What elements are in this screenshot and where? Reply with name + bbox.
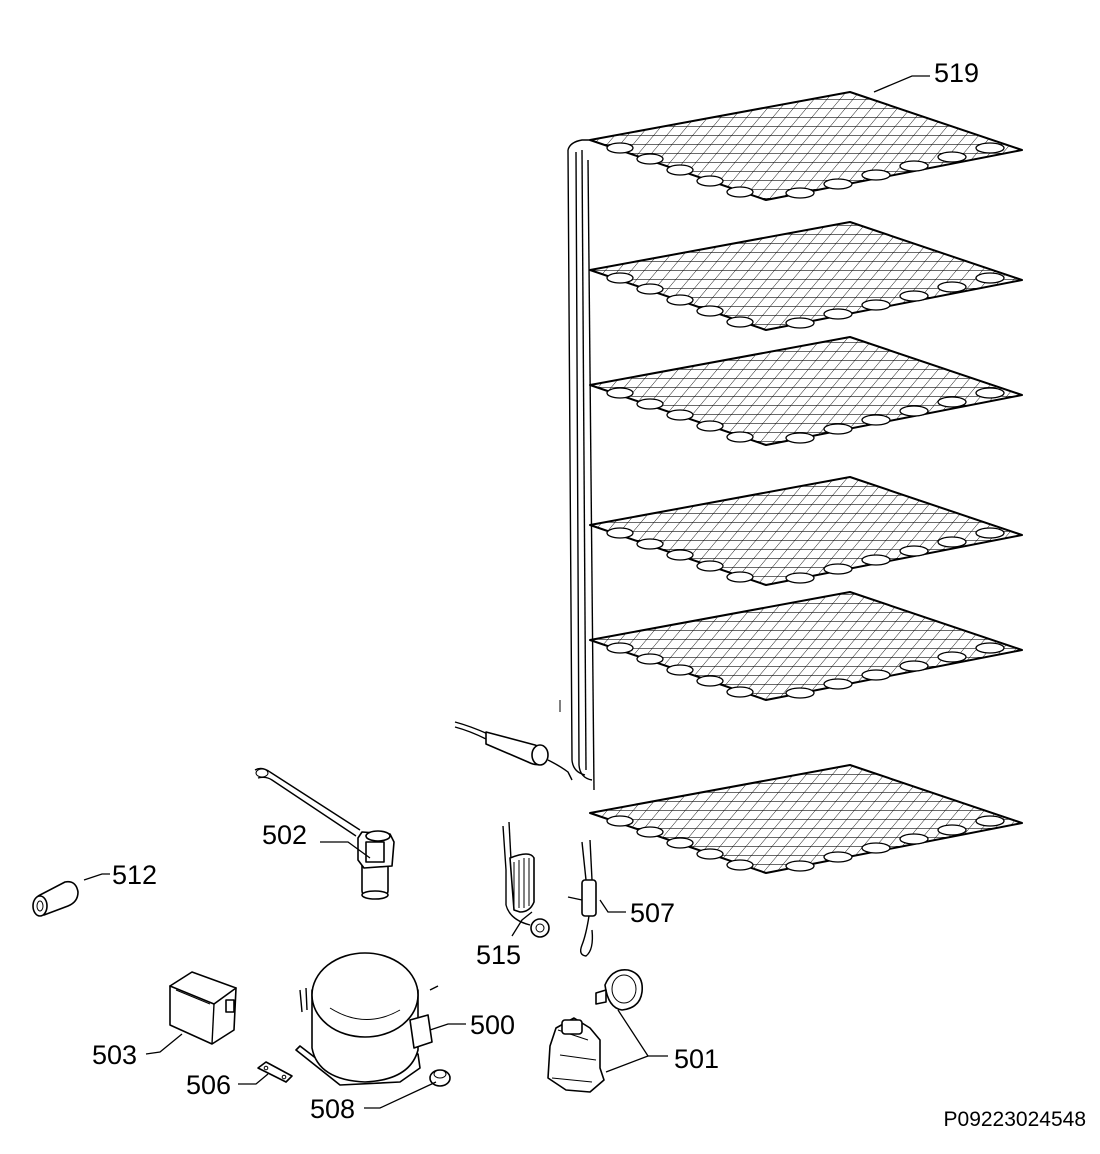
callout-502: 502 (262, 820, 307, 850)
grommet (32, 880, 79, 917)
evaporator-shelf (589, 591, 1023, 701)
evaporator-shelf (589, 336, 1023, 446)
evaporator-shelf (589, 91, 1023, 201)
callout-515: 515 (476, 940, 521, 970)
compressor (295, 952, 439, 1086)
callout-508: 508 (310, 1094, 355, 1124)
leader-lines (83, 75, 930, 1109)
start-relay-capacitor (254, 767, 395, 900)
heater-element (502, 821, 550, 938)
mounting-clip (257, 1061, 293, 1083)
evaporator-shelf (589, 221, 1023, 331)
evaporator-shelf (589, 764, 1023, 874)
callout-501: 501 (674, 1044, 719, 1074)
callout-500: 500 (470, 1010, 515, 1040)
callout-503: 503 (92, 1040, 137, 1070)
thermostat-sensor (567, 839, 597, 957)
callout-512: 512 (112, 860, 157, 890)
evaporator-shelf (589, 476, 1023, 586)
callout-519: 519 (934, 58, 979, 88)
relay-cover-box (169, 971, 237, 1045)
callout-506: 506 (186, 1070, 231, 1100)
reference-code: P09223024548 (943, 1108, 1086, 1131)
callout-labels: 519 502 512 515 507 500 503 501 506 508 (92, 58, 979, 1124)
drier-filter (454, 700, 573, 781)
evaporator-shelves (589, 91, 1023, 874)
overload-protector-and-relay (547, 968, 644, 1093)
frame-tubes (567, 139, 595, 791)
callout-507: 507 (630, 898, 675, 928)
